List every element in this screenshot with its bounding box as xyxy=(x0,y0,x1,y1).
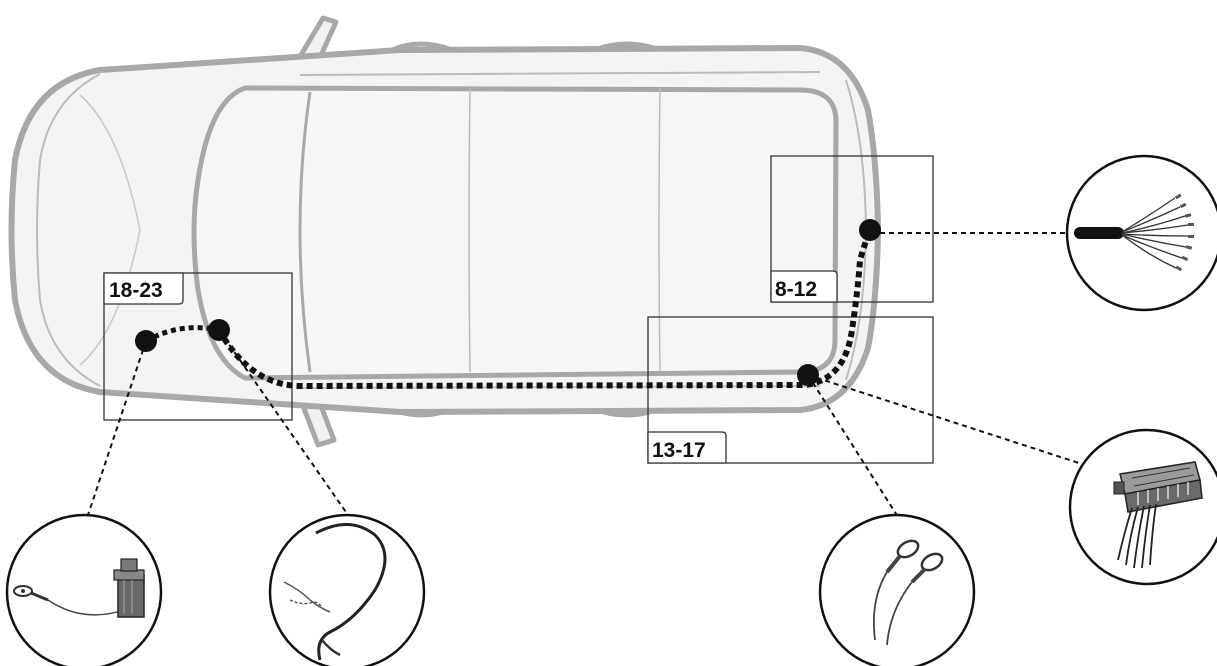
region-rear-lower: 13-17 xyxy=(647,316,934,464)
twisted-wire-icon xyxy=(283,523,387,661)
car-body xyxy=(8,15,881,448)
detail-lamp-connector xyxy=(1068,428,1217,586)
cable-harness-icon xyxy=(1074,193,1194,272)
detail-cable-harness xyxy=(1065,154,1217,312)
detail-ring-terminals xyxy=(818,513,976,666)
detail-ground-relay xyxy=(5,513,163,666)
region-label-front: 18-23 xyxy=(109,279,163,302)
region-front: 18-23 xyxy=(103,272,293,421)
cabin-outline xyxy=(191,85,839,381)
region-label-rear-lower: 13-17 xyxy=(652,439,706,462)
ground-terminal-relay-icon xyxy=(13,558,145,618)
region-rear-upper: 8-12 xyxy=(770,155,934,303)
multi-pin-connector-icon xyxy=(1113,461,1203,569)
region-label-rear-upper: 8-12 xyxy=(775,278,817,301)
leader-lines xyxy=(87,232,1086,518)
detail-twisted-wire xyxy=(268,513,426,666)
ring-terminals-icon xyxy=(872,539,944,646)
harness-route xyxy=(144,228,873,390)
point-rear-lamp xyxy=(859,219,881,241)
